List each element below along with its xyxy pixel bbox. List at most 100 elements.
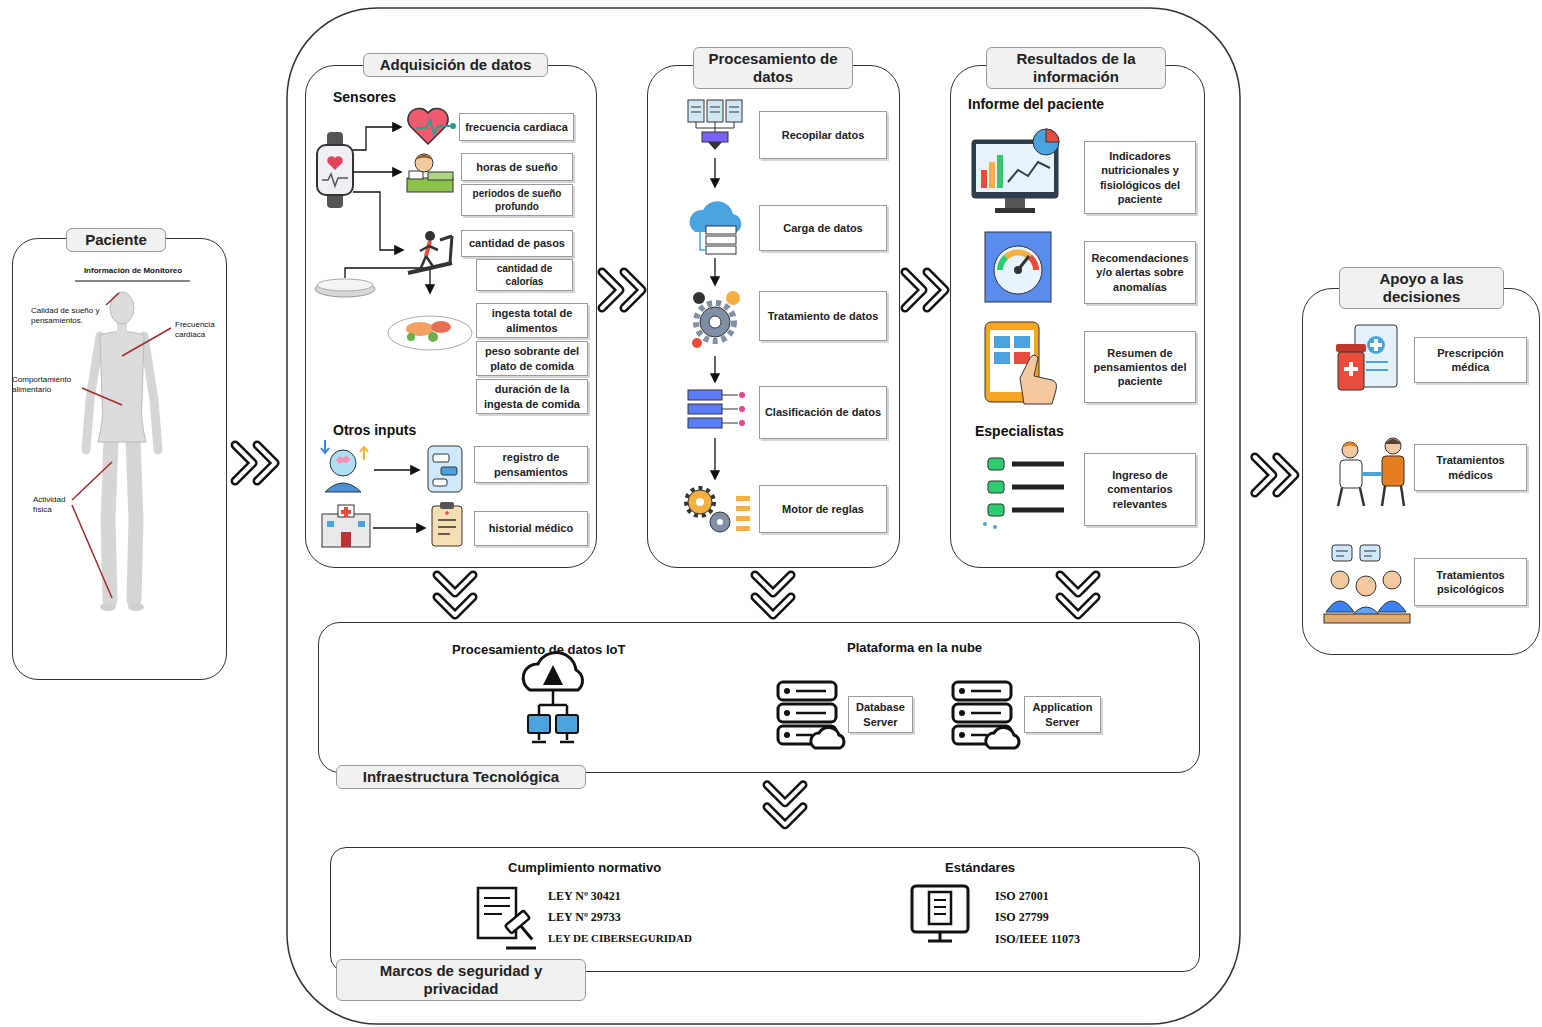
flow-chevron xyxy=(235,445,275,481)
label-text: ISO 27799 xyxy=(995,910,1049,924)
info-box: Application Server xyxy=(1024,696,1101,733)
results-icons-part xyxy=(995,208,1035,213)
info-box: historial médico xyxy=(474,511,588,546)
infrastructure-icons xyxy=(523,652,1019,748)
human-figure-part-part xyxy=(82,388,122,405)
clipboard-icon-part xyxy=(432,506,462,546)
hospital-icon-part xyxy=(338,505,354,517)
processing-icons-part xyxy=(707,100,723,122)
clipboard-icon-part xyxy=(440,502,454,509)
box-text-group: Tratamientos psicológicos xyxy=(1418,568,1523,597)
flow-chevron-stroke xyxy=(927,272,945,308)
label-text: Sensores xyxy=(333,89,396,106)
compliance-icons-part xyxy=(505,910,541,947)
info-box: Recomendaciones y/o alertas sobre anomal… xyxy=(1084,241,1196,304)
decision-icons-part xyxy=(1385,439,1401,444)
human-figure-part xyxy=(110,292,134,324)
panel: Marcos de seguridad y privacidad xyxy=(330,847,1200,972)
label-text: Información de Monitoreo xyxy=(84,266,182,276)
info-box: Ingreso de comentarios relevantes xyxy=(1084,453,1196,526)
smartwatch-icon xyxy=(317,132,353,208)
processing-icons-part xyxy=(686,488,714,516)
processing-icons-part-part xyxy=(714,356,715,381)
box-text: Ingreso de comentarios relevantes xyxy=(1088,468,1192,511)
panel: Infraestructura TecnológicaDatabase Serv… xyxy=(318,622,1200,773)
decision-icons-part xyxy=(1331,571,1349,589)
smartwatch-icon-part xyxy=(327,156,343,170)
box-text-group: frecuencia cardiaca xyxy=(463,120,570,134)
processing-icons-part xyxy=(706,236,736,244)
infrastructure-icons-part-part xyxy=(811,727,844,748)
results-icons-part xyxy=(989,162,995,188)
flow-chevron-stroke xyxy=(257,445,275,481)
panel: Paciente xyxy=(12,238,227,680)
human-figure xyxy=(72,281,190,611)
processing-icons-part xyxy=(700,307,730,337)
box-text-group: cantidad de pasos xyxy=(465,236,569,250)
panel: Resultados de la informaciónIndicadores … xyxy=(950,65,1205,568)
processing-icons-part xyxy=(736,526,750,531)
treadmill-icon-part xyxy=(425,231,435,241)
decision-icons-part xyxy=(1338,488,1364,506)
hospital-icon-part xyxy=(341,507,351,517)
infrastructure-icons-part xyxy=(778,682,844,748)
info-box: Tratamiento de datos xyxy=(759,291,887,341)
flow-chevron-stroke xyxy=(437,575,473,593)
box-text-group: Application Server xyxy=(1028,700,1097,729)
hospital-icon-part xyxy=(322,514,370,547)
box-text-group: Recopilar datos xyxy=(763,128,883,142)
decision-icons-part xyxy=(1344,362,1358,376)
processing-icons-part xyxy=(710,512,730,532)
food-plate-icon xyxy=(388,316,472,350)
results-icons-part xyxy=(993,525,997,529)
results-icons-part xyxy=(1000,257,1006,270)
sensor-arrows-part xyxy=(353,171,400,172)
processing-icons-part xyxy=(688,418,722,428)
info-box: Recopilar datos xyxy=(759,111,887,159)
flow-chevron-stroke xyxy=(905,272,923,308)
box-text: historial médico xyxy=(478,521,584,535)
results-icons-part xyxy=(1008,162,1050,182)
flow-chevron xyxy=(755,575,791,615)
box-text-group: horas de sueño xyxy=(465,160,569,174)
human-figure-part-part xyxy=(106,293,119,305)
processing-icons-part xyxy=(736,506,750,511)
scale-icon xyxy=(315,279,375,297)
panel: Procesamiento de datosRecopilar datosCar… xyxy=(647,65,900,568)
phone-icon-part xyxy=(441,467,457,475)
food-plate-icon-part xyxy=(407,333,415,341)
sensor-arrows-part xyxy=(374,469,418,470)
label-text: Cumplimiento normativo xyxy=(508,860,661,876)
decision-icons xyxy=(1324,325,1410,623)
processing-icons-part xyxy=(691,107,739,112)
box-text-group: ingesta total de alimentos xyxy=(480,306,584,335)
decision-icons-part xyxy=(1340,460,1362,488)
scale-icon-part xyxy=(317,279,373,291)
results-icons-part xyxy=(1014,336,1030,348)
box-text-group: Database Server xyxy=(852,700,909,729)
box-text: Indicadores nutricionales y fisiológicos… xyxy=(1088,149,1192,206)
panel-title-tab: Paciente xyxy=(66,228,166,252)
results-icons-part xyxy=(1012,464,1064,510)
decision-icons-part xyxy=(1382,486,1404,506)
box-text-group: peso sobrante del plato de comida xyxy=(480,344,584,373)
results-icons-part xyxy=(988,504,1004,516)
infrastructure-icons-part xyxy=(556,715,578,733)
box-text-group: Ingreso de comentarios relevantes xyxy=(1088,468,1192,511)
processing-icons-part xyxy=(722,395,738,423)
box-text-group: Resumen de pensamientos del paciente xyxy=(1088,346,1192,389)
compliance-icons-part xyxy=(934,900,946,914)
results-icons-part xyxy=(1014,266,1022,274)
panel-title-tab: Procesamiento de datos xyxy=(693,47,853,89)
flow-chevron-stroke xyxy=(755,597,791,615)
label-text: Estándares xyxy=(945,860,1015,876)
thoughts-icon-part xyxy=(336,456,350,464)
results-icons-part xyxy=(983,522,987,526)
info-box: cantidad de pasos xyxy=(461,230,573,257)
panel-title-tab: Infraestructura Tecnológica xyxy=(336,765,586,789)
infrastructure-icons-part-part xyxy=(986,727,1019,748)
info-box: Indicadores nutricionales y fisiológicos… xyxy=(1084,141,1196,214)
phone-icon-part xyxy=(428,446,462,492)
thoughts-icon-part xyxy=(330,450,356,476)
processing-icons-part-part xyxy=(714,438,715,478)
